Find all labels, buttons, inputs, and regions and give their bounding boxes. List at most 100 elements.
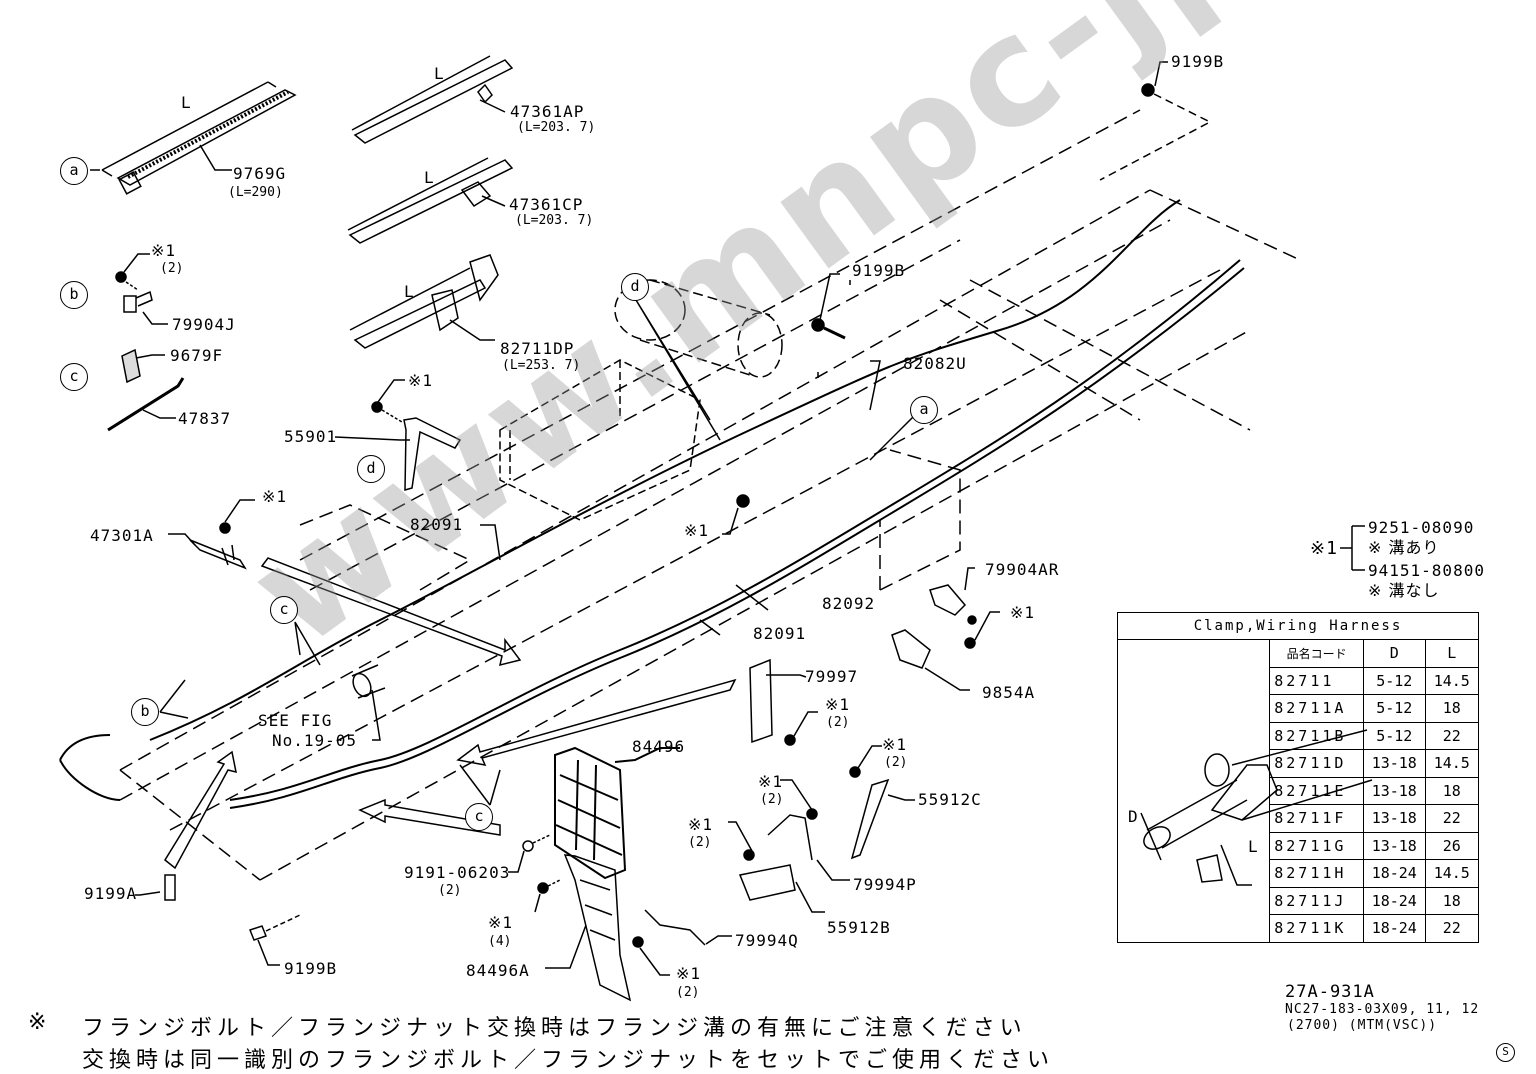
drawing-number: 27A-931A bbox=[1285, 982, 1375, 1002]
vehicle-frame-drawing bbox=[119, 109, 1301, 881]
harness-79994P-drawing bbox=[767, 779, 850, 881]
bracket-55912C-drawing bbox=[849, 745, 915, 860]
detail-callout-c: c bbox=[60, 363, 88, 391]
part-label-9191-06203[interactable]: 9191-06203 bbox=[404, 863, 511, 882]
part-label-55912C[interactable]: 55912C bbox=[918, 790, 982, 809]
row-l: 14.5 bbox=[1424, 749, 1480, 778]
row-l: 22 bbox=[1424, 721, 1480, 750]
clamp-79904J-drawing bbox=[115, 253, 168, 325]
row-code[interactable]: 82711A bbox=[1269, 694, 1365, 723]
note-mark-55912C: ※1 bbox=[882, 735, 908, 754]
clip-47361CP-drawing bbox=[347, 157, 514, 244]
part-label-82092[interactable]: 82092 bbox=[822, 594, 876, 613]
part-label-82091-a[interactable]: 82091 bbox=[410, 515, 464, 534]
air-tank-drawing bbox=[614, 279, 783, 378]
clamp-spec-table: Clamp,Wiring Harness D L 品名コード D L 82711… bbox=[1116, 612, 1480, 943]
part-label-9769G[interactable]: 9769G bbox=[233, 164, 287, 183]
part-label-47837[interactable]: 47837 bbox=[178, 409, 232, 428]
cover-84496-drawing bbox=[554, 746, 680, 880]
note-mark-84496A: ※1 bbox=[488, 913, 514, 932]
part-label-84496[interactable]: 84496 bbox=[632, 737, 686, 756]
clamp-9679F-drawing bbox=[107, 348, 185, 432]
part-label-9199B-mid[interactable]: 9199B bbox=[852, 261, 906, 280]
fastener-drawings bbox=[135, 61, 1212, 966]
clamp-diagram-cell: D L bbox=[1116, 639, 1271, 943]
legend-option2-part[interactable]: 94151-80800 bbox=[1368, 561, 1485, 580]
clip-82711DP-drawing bbox=[349, 254, 499, 349]
detail-callout-d-2: d bbox=[357, 455, 385, 483]
row-code[interactable]: 82711 bbox=[1269, 666, 1365, 695]
wiring-harness-drawing bbox=[59, 199, 1245, 809]
part-label-79994Q[interactable]: 79994Q bbox=[735, 931, 799, 950]
part-label-47361AP[interactable]: 47361AP bbox=[510, 102, 585, 121]
detail-callout-d: d bbox=[621, 273, 649, 301]
part-label-47301A[interactable]: 47301A bbox=[90, 526, 154, 545]
detail-callout-a-2: a bbox=[910, 396, 938, 424]
row-code[interactable]: 82711E bbox=[1269, 776, 1365, 805]
footer-note-line2: 交換時は同一識別のフランジボルト／フランジナットをセットでご使用ください bbox=[82, 1048, 1055, 1073]
row-code[interactable]: 82711B bbox=[1269, 721, 1365, 750]
note-mark-79904AR: ※1 bbox=[1010, 603, 1036, 622]
footer-note-mark: ※ bbox=[28, 1010, 52, 1035]
part-label-82091-b[interactable]: 82091 bbox=[753, 624, 807, 643]
part-label-47361CP[interactable]: 47361CP bbox=[509, 195, 584, 214]
dim-D-label: D bbox=[1128, 807, 1139, 826]
row-code[interactable]: 82711G bbox=[1269, 831, 1365, 860]
header-L: L bbox=[1424, 639, 1480, 668]
row-code[interactable]: 82711J bbox=[1269, 886, 1365, 915]
part-label-84496A[interactable]: 84496A bbox=[466, 961, 530, 980]
part-label-9199B-bottom[interactable]: 9199B bbox=[284, 959, 338, 978]
row-d: 5-12 bbox=[1363, 666, 1426, 695]
note-qty-79997: (2) bbox=[826, 715, 850, 730]
row-l: 26 bbox=[1424, 831, 1480, 860]
part-label-9199A[interactable]: 9199A bbox=[84, 884, 138, 903]
part-label-82711DP[interactable]: 82711DP bbox=[500, 339, 575, 358]
row-code[interactable]: 82711D bbox=[1269, 749, 1365, 778]
detail-callout-b-2: b bbox=[131, 698, 159, 726]
part-label-9199B-top[interactable]: 9199B bbox=[1171, 52, 1225, 71]
part-label-9679F[interactable]: 9679F bbox=[170, 346, 224, 365]
note-mark-47301A: ※1 bbox=[262, 487, 288, 506]
dim-L-label: L bbox=[1248, 837, 1259, 856]
part-label-55901[interactable]: 55901 bbox=[284, 427, 338, 446]
row-d: 13-18 bbox=[1363, 831, 1426, 860]
dim-L-82711DP: L bbox=[404, 282, 415, 301]
row-code[interactable]: 82711F bbox=[1269, 804, 1365, 833]
see-fig-line2[interactable]: No.19-05 bbox=[272, 731, 358, 750]
note-mark-55912B: ※1 bbox=[688, 815, 714, 834]
bracket-47301A-drawing bbox=[168, 499, 255, 570]
part-label-79994P[interactable]: 79994P bbox=[853, 875, 917, 894]
clip-47361AP-drawing bbox=[351, 55, 514, 144]
note-mark-79994P: ※1 bbox=[758, 772, 784, 791]
row-d: 13-18 bbox=[1363, 804, 1426, 833]
note-qty-b: (2) bbox=[160, 261, 184, 276]
part-label-79997[interactable]: 79997 bbox=[805, 667, 859, 686]
harness-79994Q-drawing bbox=[632, 909, 732, 976]
row-code[interactable]: 82711H bbox=[1269, 859, 1365, 888]
legend-option1-desc: ※ 溝あり bbox=[1368, 538, 1440, 557]
part-label-82082U[interactable]: 82082U bbox=[903, 354, 967, 373]
row-l: 14.5 bbox=[1424, 666, 1480, 695]
row-l: 18 bbox=[1424, 694, 1480, 723]
bracket-55912B-drawing bbox=[728, 821, 825, 913]
note-qty-79994Q: (2) bbox=[676, 985, 700, 1000]
part-label-79904AR[interactable]: 79904AR bbox=[985, 560, 1060, 579]
part-label-55912B[interactable]: 55912B bbox=[827, 918, 891, 937]
part-label-79904J[interactable]: 79904J bbox=[172, 315, 236, 334]
detail-leaders bbox=[90, 169, 1365, 806]
bracket-79997-drawing bbox=[749, 658, 818, 746]
detail-callout-c-2: c bbox=[270, 596, 298, 624]
note-qty-55912B: (2) bbox=[688, 835, 712, 850]
dim-L-47361CP: L bbox=[424, 168, 435, 187]
see-fig-line1[interactable]: SEE FIG bbox=[258, 711, 333, 730]
row-code[interactable]: 82711K bbox=[1269, 914, 1365, 943]
detail-callout-c-3: c bbox=[465, 803, 493, 831]
dim-L-47361AP: L bbox=[434, 64, 445, 83]
part-label-9854A[interactable]: 9854A bbox=[982, 683, 1036, 702]
row-d: 18-24 bbox=[1363, 886, 1426, 915]
legend-option1-part[interactable]: 9251-08090 bbox=[1368, 518, 1475, 537]
row-d: 13-18 bbox=[1363, 776, 1426, 805]
